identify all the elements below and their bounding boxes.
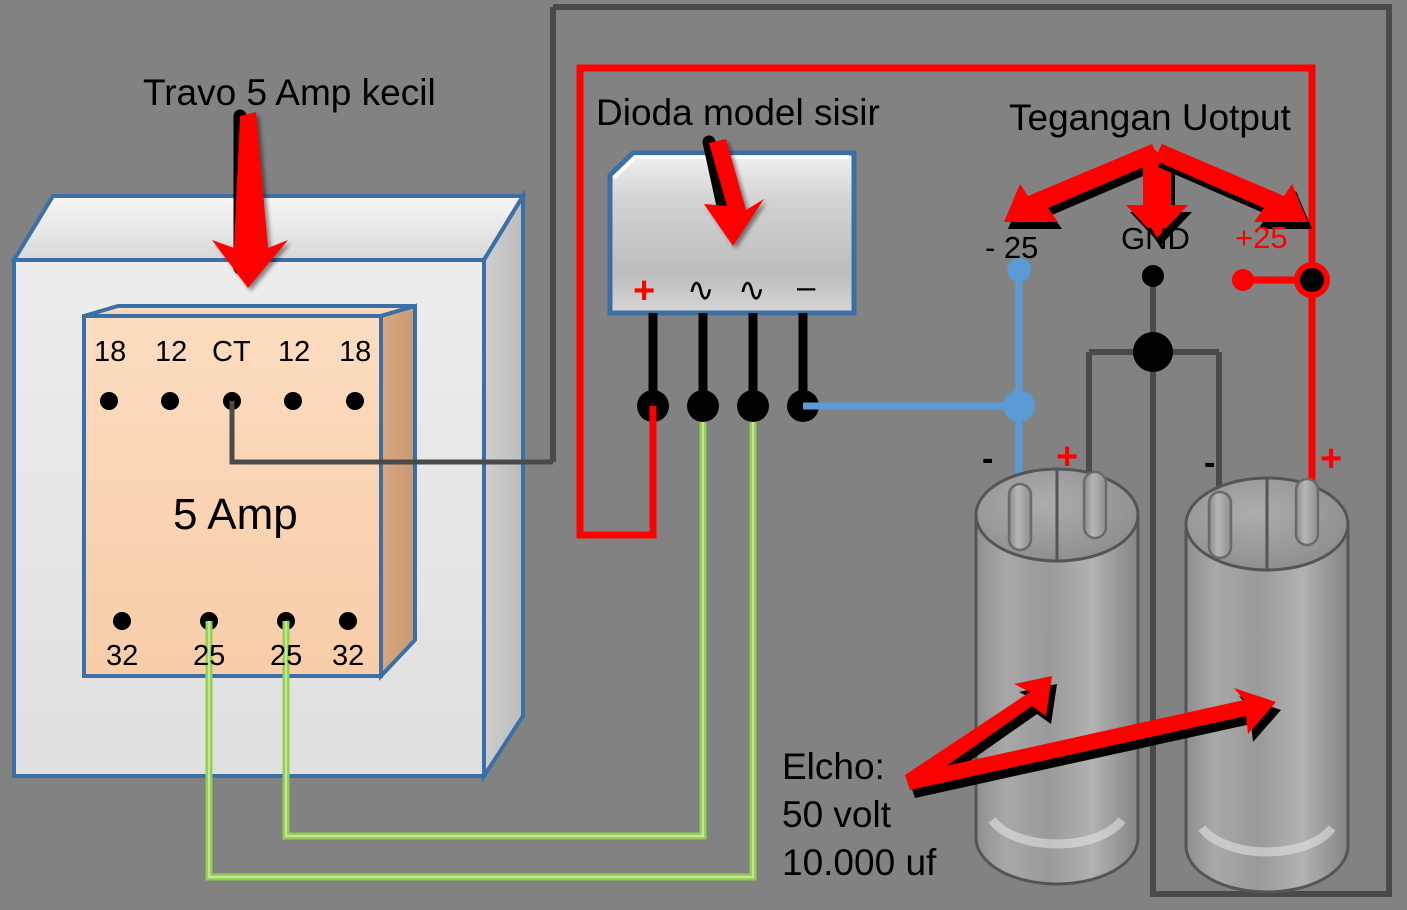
- callout-arrow-output-center: [1126, 152, 1192, 245]
- transformer-top-terminal-label-1: 18: [94, 336, 127, 368]
- bridge-pin-label-ac-2: ∿: [738, 271, 766, 308]
- transformer-core: [82, 303, 417, 682]
- output-rail-label-plus25: +25: [1235, 220, 1288, 255]
- capacitor-2-minus-sign: -: [1204, 444, 1216, 482]
- diode-bridge-pins: [637, 313, 819, 422]
- callout-arrow-output-left: [1004, 144, 1164, 229]
- callout-arrow-bridge: [702, 135, 764, 246]
- capacitor-1-minus-sign: -: [982, 440, 994, 478]
- bridge-callout-label: Dioda model sisir: [596, 92, 880, 133]
- capacitor-note-line-1: Elcho:: [782, 746, 885, 787]
- bridge-pin-label-ac-1: ∿: [687, 271, 715, 308]
- transformer-bottom-terminal-label-2: 25: [193, 640, 226, 672]
- bridge-pin-label-plus: +: [633, 270, 656, 312]
- callout-arrow-output-right: [1154, 144, 1312, 229]
- transformer-bottom-terminal-label-4: 32: [332, 640, 365, 672]
- callout-arrow-capacitor-2: [905, 688, 1281, 798]
- transformer-bottom-terminal-label-3: 25: [270, 640, 303, 672]
- wire-ac-green-2: [282, 412, 707, 840]
- capacitor-2-plus-sign: +: [1320, 438, 1343, 480]
- transformer-callout-label: Travo 5 Amp kecil: [143, 72, 436, 113]
- output-rail-label-minus25: - 25: [985, 230, 1039, 265]
- transformer-bottom-terminal-label-1: 32: [106, 640, 139, 672]
- output-title: Tegangan Uotput: [1009, 97, 1291, 138]
- output-rail-label-gnd: GND: [1121, 221, 1190, 256]
- transformer-top-terminal-label-2: 12: [155, 336, 188, 368]
- capacitor-1: [974, 467, 1140, 886]
- bridge-pin-label-minus: –: [797, 268, 816, 305]
- transformer-body-label: 5 Amp: [173, 490, 298, 539]
- transformer-top-terminal-label-5: 18: [339, 336, 372, 368]
- capacitor-note-line-2: 50 volt: [782, 794, 892, 835]
- transformer-top-terminal-label-4: 12: [278, 336, 311, 368]
- wire-center-tap: [229, 401, 553, 465]
- capacitor-2: [1184, 476, 1350, 894]
- capacitor-note-line-3: 10.000 uf: [782, 842, 937, 883]
- wire-ac-green-1: [205, 412, 757, 881]
- capacitor-1-plus-sign: +: [1056, 436, 1079, 478]
- callout-arrow-transformer: [212, 109, 288, 288]
- wire-ground-black: [1086, 265, 1222, 894]
- transformer-top-terminal-label-3: CT: [212, 336, 251, 368]
- transformer-top-terminal-dots: [100, 392, 364, 410]
